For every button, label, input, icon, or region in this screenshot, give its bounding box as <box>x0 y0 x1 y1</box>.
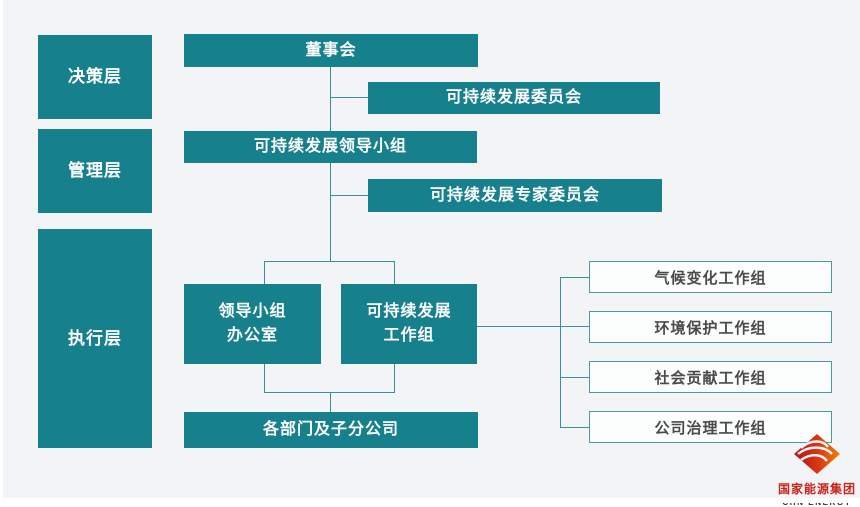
connector-to-sd-committee <box>330 97 368 98</box>
chn-energy-logo: 国家能源集团 CHN ENERGY <box>772 434 860 507</box>
node-office-line1: 领导小组 <box>218 303 287 320</box>
connector-to-departments <box>330 392 331 412</box>
connector-stub-social <box>560 377 589 378</box>
page-margin-bottom <box>0 498 860 503</box>
connector-split-bar-top <box>264 261 395 262</box>
connector-right-spine <box>560 277 561 428</box>
node-departments: 各部门及子分公司 <box>184 412 478 448</box>
node-sd-committee: 可持续发展委员会 <box>368 82 660 114</box>
node-board: 董事会 <box>184 34 478 67</box>
layer-box-execution: 执行层 <box>38 229 152 448</box>
layer-box-decision: 决策层 <box>38 35 152 119</box>
node-governance-working-group: 公司治理工作组 <box>589 411 832 443</box>
node-environment-working-group: 环境保护工作组 <box>589 311 832 343</box>
node-sd-expert-committee: 可持续发展专家委员会 <box>368 179 662 212</box>
node-sd-working-group: 可持续发展 工作组 <box>341 284 477 364</box>
connector-to-expert-committee <box>330 195 368 196</box>
node-departments-label: 各部门及子分公司 <box>262 421 399 438</box>
layer-label-decision: 决策层 <box>68 67 122 87</box>
layer-label-execution: 执行层 <box>68 328 122 348</box>
connector-working-group-right <box>477 326 589 327</box>
connector-working-group-down <box>394 364 395 392</box>
node-sd-leading-group: 可持续发展领导小组 <box>184 131 477 163</box>
climate-working-group-label: 气候变化工作组 <box>654 269 767 287</box>
node-sd-expert-committee-label: 可持续发展专家委员会 <box>429 186 600 204</box>
environment-working-group-label: 环境保护工作组 <box>654 319 767 337</box>
social-working-group-label: 社会贡献工作组 <box>654 369 767 387</box>
connector-merge-bar-bottom <box>264 392 395 393</box>
layer-box-management: 管理层 <box>38 129 152 213</box>
connector-office-down <box>264 364 265 392</box>
node-leading-group-office: 领导小组 办公室 <box>184 284 321 364</box>
node-sd-committee-label: 可持续发展委员会 <box>445 89 582 106</box>
connector-split-right-drop <box>394 261 395 284</box>
connector-leading-group-down <box>330 163 331 261</box>
node-working-group-line1: 可持续发展 <box>366 303 452 320</box>
node-climate-working-group: 气候变化工作组 <box>589 261 832 293</box>
connector-stub-climate <box>560 277 589 278</box>
page-margin-left <box>0 0 3 503</box>
node-social-working-group: 社会贡献工作组 <box>589 361 832 393</box>
governance-working-group-label: 公司治理工作组 <box>654 419 767 437</box>
connector-stub-governance <box>560 427 589 428</box>
node-working-group-line2: 工作组 <box>383 327 435 344</box>
layer-label-management: 管理层 <box>68 161 122 181</box>
node-sd-leading-group-label: 可持续发展领导小组 <box>253 138 407 155</box>
node-office-line2: 办公室 <box>226 327 278 344</box>
node-board-label: 董事会 <box>305 41 357 59</box>
connector-board-to-leading-group <box>330 67 331 131</box>
connector-split-left-drop <box>264 261 265 284</box>
chn-energy-logo-mark-icon <box>794 434 840 479</box>
logo-name-cn: 国家能源集团 <box>777 482 856 496</box>
